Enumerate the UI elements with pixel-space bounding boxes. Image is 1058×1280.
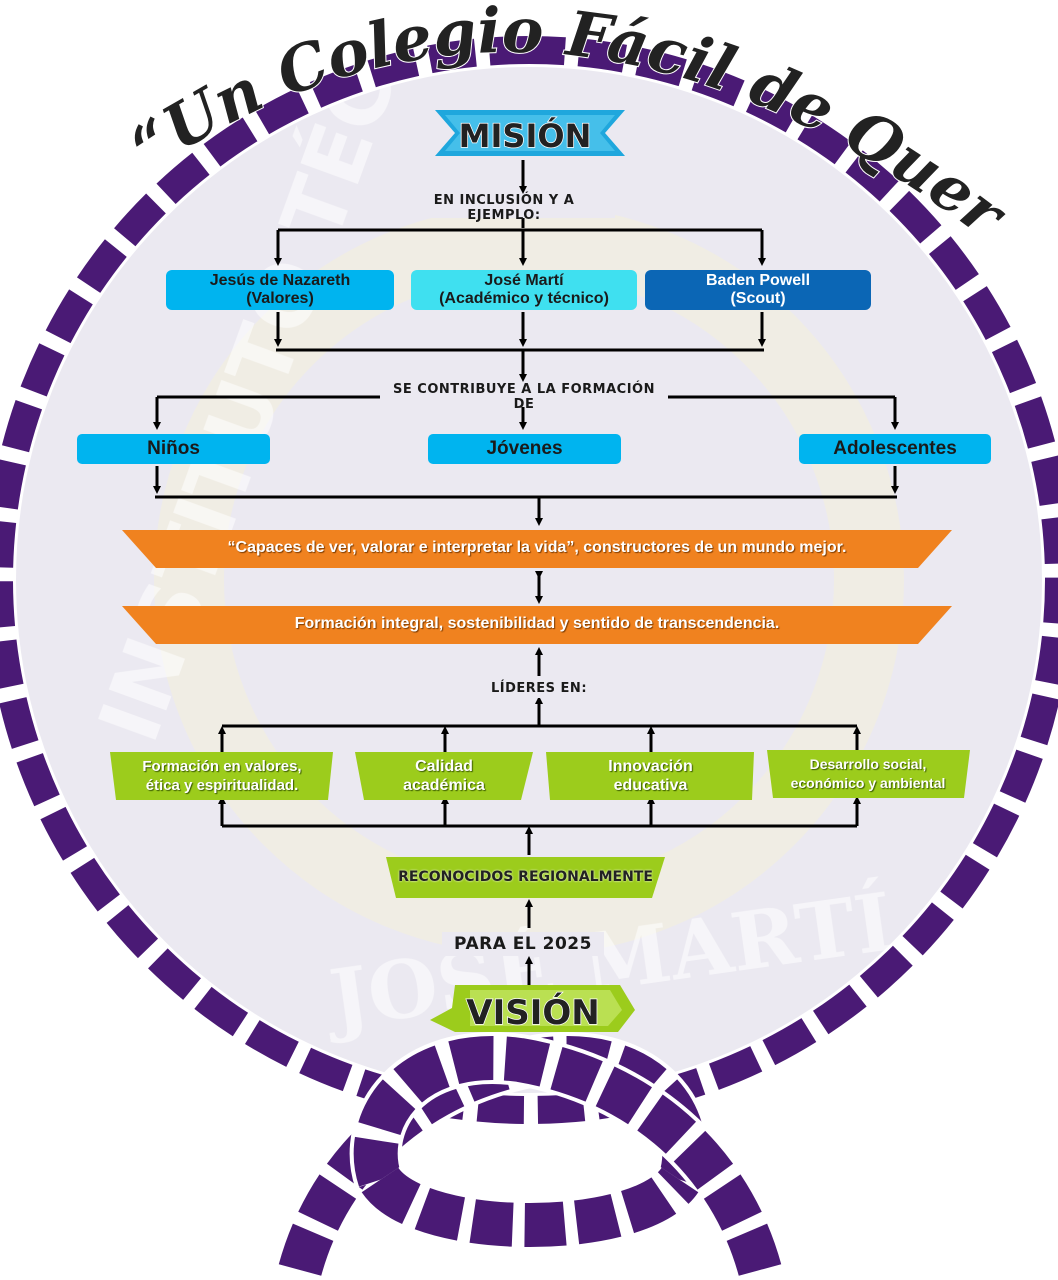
figure-jesus: Jesús de Nazareth(Valores) xyxy=(166,270,394,310)
node-marti xyxy=(411,270,637,310)
figure-baden-detail: (Scout) xyxy=(730,290,786,307)
area-innovation-line2: educativa xyxy=(613,777,688,794)
leaders-caption: LÍDERES EN: xyxy=(480,678,598,698)
connectors xyxy=(153,160,899,985)
area-innovation-text: Innovación educativa xyxy=(548,752,753,800)
rope-knot xyxy=(274,1032,786,1278)
area-quality-text: Calidad académica xyxy=(358,752,530,800)
area-quality-line1: Calidad xyxy=(415,758,473,775)
area-values-line2: ética y espiritualidad. xyxy=(145,777,299,794)
contribution-caption: SE CONTRIBUYE A LA FORMACIÓN DE xyxy=(380,382,668,412)
area-quality-line2: académica xyxy=(403,777,485,794)
recognized-label: RECONOCIDOS REGIONALMENTE xyxy=(398,869,653,885)
area-innovation xyxy=(546,752,754,800)
area-development-line2: económico y ambiental xyxy=(790,775,946,791)
figure-marti-name: José Martí xyxy=(484,272,564,289)
area-quality xyxy=(355,752,533,800)
inclusion-caption: EN INCLUSIÓN Y A EJEMPLO: xyxy=(393,193,615,223)
area-development-line1: Desarrollo social, xyxy=(809,756,927,772)
group-jovenes: Jóvenes xyxy=(486,438,563,459)
group-ninos: Niños xyxy=(147,438,200,459)
statement-top: “Capaces de ver, valorar e interpretar l… xyxy=(227,539,847,556)
figure-jesus-name: Jesús de Nazareth xyxy=(209,272,351,289)
area-values xyxy=(110,752,333,800)
area-development xyxy=(767,750,970,798)
statement-bottom-band xyxy=(122,606,952,644)
node-jesus xyxy=(166,270,394,310)
figure-jesus-detail: (Valores) xyxy=(246,290,314,307)
recognized-band xyxy=(386,857,665,898)
area-innovation-line1: Innovación xyxy=(608,758,693,775)
node-adolescentes xyxy=(799,434,991,464)
figure-baden: Baden Powell(Scout) xyxy=(645,270,871,310)
node-baden xyxy=(645,270,871,310)
area-values-line1: Formación en valores, xyxy=(142,758,302,775)
statement-bottom: Formación integral, sostenibilidad y sen… xyxy=(294,615,780,632)
vision-label: VISIÓN xyxy=(466,992,599,1033)
figure-baden-name: Baden Powell xyxy=(705,272,811,289)
figure-marti: José Martí(Académico y técnico) xyxy=(411,270,637,310)
figure-marti-detail: (Académico y técnico) xyxy=(439,290,609,307)
node-jovenes xyxy=(428,434,621,464)
rope-ring xyxy=(0,36,1058,1124)
group-adolescentes: Adolescentes xyxy=(833,438,957,459)
area-development-text: Desarrollo social, económico y ambiental xyxy=(769,750,967,798)
area-values-text: Formación en valores, ética y espirituali… xyxy=(112,752,332,800)
statement-top-band xyxy=(122,530,952,568)
node-ninos xyxy=(77,434,270,464)
mission-label: MISIÓN xyxy=(459,116,592,155)
year-caption: PARA EL 2025 xyxy=(442,932,604,956)
